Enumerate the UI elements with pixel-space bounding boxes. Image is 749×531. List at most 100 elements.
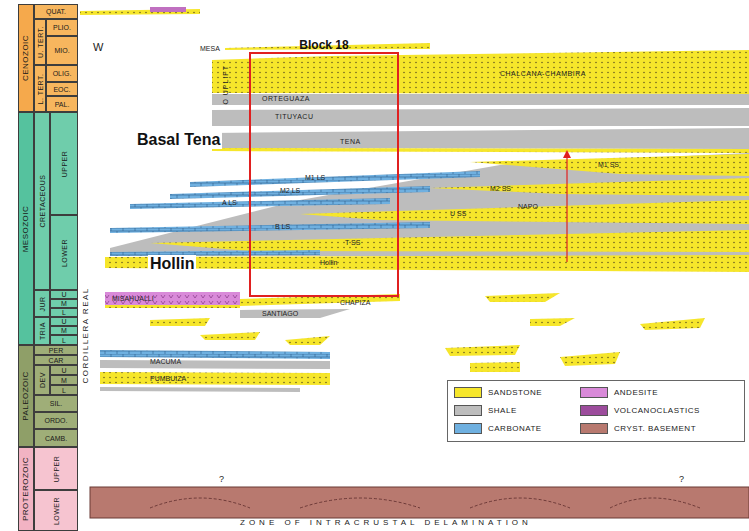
- arrow-head: [563, 150, 571, 158]
- sandstone-lens: [530, 318, 575, 326]
- sandstone-layer: [105, 255, 749, 272]
- strat-cell: PAL.: [46, 96, 78, 112]
- legend-item: CARBONATE: [454, 423, 542, 434]
- formation-label: M1 LS: [305, 174, 325, 182]
- time-unit-label: CENOZOIC: [22, 35, 30, 81]
- basement: [90, 487, 749, 518]
- strat-cell: UPPER: [34, 447, 78, 490]
- strat-cell: M: [50, 299, 78, 308]
- strat-cell: ORDO.: [34, 412, 78, 429]
- time-unit-label: QUAT.: [46, 8, 66, 15]
- formation-label: MISAHUALLI: [112, 295, 154, 303]
- time-unit-label: DEV: [39, 372, 46, 388]
- formation-label: MESA: [200, 45, 220, 53]
- vertical-label: CORDILLERA REAL: [82, 287, 91, 383]
- time-unit-label: PLIO.: [53, 24, 71, 31]
- cenozoic-layers: [80, 7, 749, 153]
- legend-item: VOLCANOCLASTICS: [580, 405, 700, 416]
- time-unit-label: LOWER: [53, 496, 60, 524]
- strat-cell: DEV: [34, 365, 50, 395]
- formation-label: ORTEGUAZA: [262, 95, 310, 103]
- strat-cell: QUAT.: [34, 4, 78, 19]
- formation-label: U SS: [450, 210, 466, 218]
- strat-cell: MESOZOIC: [18, 112, 34, 345]
- legend-item: SHALE: [454, 405, 517, 416]
- formation-label: TITUYACU: [275, 113, 313, 121]
- sandstone-layer: [212, 148, 749, 153]
- vertical-label: O UPLIFT: [222, 65, 230, 105]
- time-unit-label: PER: [49, 347, 63, 354]
- sandstone-lens: [445, 345, 520, 356]
- andesite-layer: [105, 292, 240, 305]
- formation-label: M1 SS: [598, 161, 619, 169]
- strat-cell: U: [50, 317, 78, 326]
- sandstone-layer: [105, 305, 240, 308]
- carbonate-layer: [190, 171, 480, 187]
- arrow-shaft: [566, 156, 567, 262]
- strat-cell: SIL.: [34, 395, 78, 412]
- legend-text: VOLCANOCLASTICS: [614, 406, 700, 415]
- legend-text: CRYST. BASEMENT: [614, 424, 696, 433]
- formation-label: A LS: [222, 199, 237, 207]
- legend-item: SANDSTONE: [454, 387, 542, 398]
- strat-cell: PALEOZOIC: [18, 345, 34, 447]
- strat-cell: PLIO.: [46, 19, 78, 36]
- legend-swatch: [454, 387, 482, 398]
- strat-cell: L: [50, 308, 78, 317]
- legend-text: ANDESITE: [614, 388, 658, 397]
- carbonate-layer: [110, 250, 320, 256]
- sandstone-layer: [100, 372, 330, 385]
- time-unit-label: OLIG.: [53, 70, 72, 77]
- shale-layer: [212, 128, 749, 149]
- formation-label: NAPO: [518, 203, 538, 211]
- strat-cell: OLIG.: [46, 65, 78, 82]
- carbonate-layer: [100, 350, 330, 359]
- block-title: Block 18: [299, 38, 348, 52]
- time-unit-label: M: [61, 327, 67, 334]
- sandstone-layer: [300, 200, 749, 224]
- formation-label: PUMBUIZA: [150, 375, 186, 383]
- strat-cell: L: [50, 385, 78, 395]
- time-unit-label: PALEOZOIC: [22, 371, 30, 421]
- time-unit-label: L: [62, 387, 66, 394]
- strat-cell: M: [50, 375, 78, 385]
- time-unit-label: UPPER: [61, 150, 68, 177]
- strat-cell: LOWER: [50, 215, 78, 290]
- strat-cell: U. TERT.: [34, 19, 46, 65]
- shale-layer: [100, 360, 330, 369]
- strat-cell: L. TERT.: [34, 65, 46, 112]
- jurassic-layers: [105, 292, 705, 345]
- sandstone-lens: [150, 318, 210, 326]
- formation-label: T SS: [345, 239, 360, 247]
- formation-label: ?: [679, 475, 684, 485]
- shale-layer: [212, 108, 749, 126]
- time-unit-label: CRETACEOUS: [39, 174, 46, 227]
- strat-cell: JUR: [34, 290, 50, 317]
- formation-label: SANTIAGO: [262, 310, 298, 318]
- time-unit-label: PAL.: [55, 101, 70, 108]
- formation-label: CHAPIZA: [340, 299, 370, 307]
- sandstone-lens: [285, 336, 330, 345]
- time-unit-label: CAMB.: [45, 435, 67, 442]
- callout-label: Hollin: [148, 255, 196, 273]
- carbonate-layer: [110, 222, 430, 233]
- formation-label: W: [93, 41, 103, 53]
- strat-cell: EOC.: [46, 82, 78, 96]
- basement-band: [90, 487, 749, 518]
- formation-label: MACUMA: [150, 358, 181, 366]
- legend-text: SANDSTONE: [488, 388, 542, 397]
- carbonate-layer: [130, 198, 390, 209]
- strat-cell: CAMB.: [34, 429, 78, 447]
- cretaceous-layers: [105, 153, 749, 272]
- shale-layer: [110, 153, 749, 256]
- strat-cell: L: [50, 335, 78, 345]
- volcanic-layer: [150, 7, 186, 12]
- time-unit-label: ORDO.: [45, 417, 68, 424]
- formation-label: CHALCANA-CHAMBIRA: [500, 70, 586, 78]
- shale-layer: [100, 387, 300, 392]
- thickness-arrow: [563, 150, 571, 262]
- callout-label: Basal Tena: [135, 131, 222, 149]
- time-unit-label: MIO.: [54, 47, 69, 54]
- formation-label: M2 SS: [490, 185, 511, 193]
- legend-swatch: [580, 387, 608, 398]
